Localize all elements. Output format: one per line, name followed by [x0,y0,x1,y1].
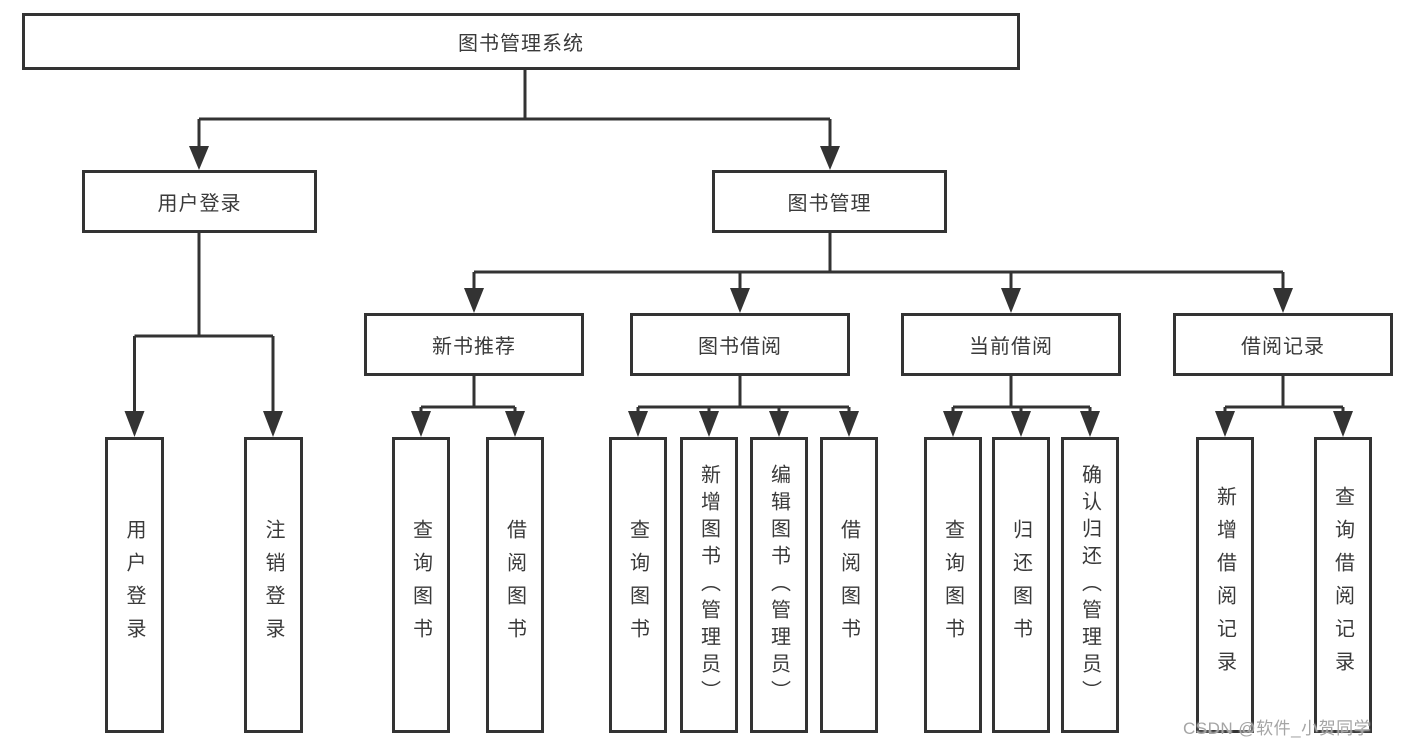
leaf-user-login: 用户登录 [105,437,164,733]
arrowheads [124,146,1353,437]
node-borrow-records: 借阅记录 [1173,313,1393,376]
leaf-borrow-book-1: 借阅图书 [486,437,544,733]
leaf-logout: 注销登录 [244,437,303,733]
node-book-management: 图书管理 [712,170,947,233]
leaf-query-book-3: 查询图书 [924,437,982,733]
leaf-query-book-2: 查询图书 [609,437,667,733]
node-new-book-recommend: 新书推荐 [364,313,584,376]
node-user-login: 用户登录 [82,170,317,233]
node-current-borrow: 当前借阅 [901,313,1121,376]
watermark: CSDN @软件_小贺同学 [1183,719,1372,738]
node-root: 图书管理系统 [22,13,1020,70]
node-book-borrow: 图书借阅 [630,313,850,376]
leaf-borrow-book-2: 借阅图书 [820,437,878,733]
leaf-confirm-return-admin: 确认归还（管理员） [1061,437,1119,733]
leaf-query-borrow-record: 查询借阅记录 [1314,437,1372,733]
leaf-return-book: 归还图书 [992,437,1050,733]
leaf-add-book-admin: 新增图书（管理员） [680,437,738,733]
leaf-add-borrow-record: 新增借阅记录 [1196,437,1254,733]
leaf-query-book-1: 查询图书 [392,437,450,733]
leaf-edit-book-admin: 编辑图书（管理员） [750,437,808,733]
